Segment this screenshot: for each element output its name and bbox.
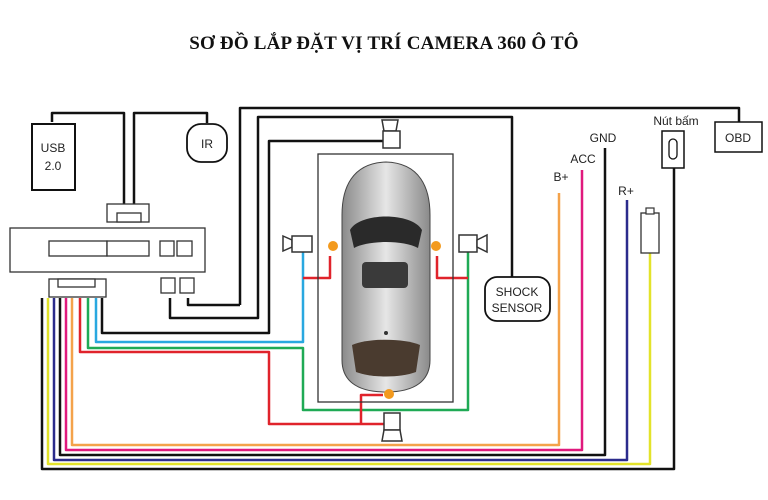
lamp-icons — [328, 241, 441, 399]
car-outline-frame — [317, 153, 454, 403]
wire-rear-camera — [78, 298, 385, 426]
wire-r-plus — [52, 200, 629, 462]
front-camera-icon — [381, 119, 401, 149]
wire-right-camera — [86, 252, 470, 412]
svg-text:SENSOR: SENSOR — [492, 301, 543, 315]
svg-text:IR: IR — [201, 137, 213, 151]
ir-receiver — [186, 123, 228, 163]
wire-shock-sensor — [168, 115, 514, 320]
svg-text:SHOCK: SHOCK — [496, 285, 539, 299]
svg-text:Nút bấm: Nút bấm — [653, 114, 698, 128]
rear-camera-icon — [381, 412, 403, 442]
usb-port — [31, 123, 76, 191]
car-icon — [341, 161, 431, 393]
wire-button — [40, 168, 676, 471]
wire-ir — [132, 111, 209, 205]
svg-text:OBD: OBD — [725, 131, 751, 145]
diagram-title: SƠ ĐỒ LẮP ĐẶT VỊ TRÍ CAMERA 360 Ô TÔ — [189, 33, 579, 54]
wire-front-camera — [100, 139, 386, 335]
wire-b-plus — [70, 193, 561, 447]
left-camera-icon — [282, 234, 313, 253]
wire-accessory — [46, 252, 652, 466]
obd-port — [714, 121, 763, 153]
shock-sensor — [484, 276, 551, 322]
wire-obd — [238, 106, 741, 305]
svg-text:ACC: ACC — [570, 152, 596, 166]
accessory-module-icon — [640, 212, 660, 254]
svg-text:2.0: 2.0 — [45, 159, 62, 173]
svg-text:B+: B+ — [553, 170, 568, 184]
svg-text:R+: R+ — [618, 184, 634, 198]
svg-text:GND: GND — [590, 131, 617, 145]
svg-text:USB: USB — [41, 141, 66, 155]
wire-acc — [64, 170, 584, 452]
right-camera-icon — [458, 233, 488, 254]
wire-usb — [50, 111, 126, 205]
wire-gnd — [58, 148, 607, 457]
wire-left-camera — [94, 250, 305, 344]
